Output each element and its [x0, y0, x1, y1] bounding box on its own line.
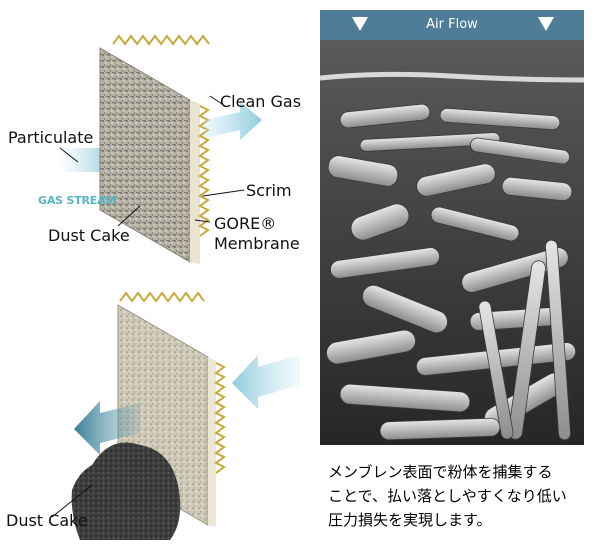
clean-gas-label: Clean Gas: [220, 92, 302, 111]
filter-diagram-bottom: [51, 291, 300, 540]
scrim-mesh-bottom: [119, 291, 226, 474]
clean-gas-arrow: [205, 102, 262, 140]
gas-stream-label: GAS STREAM: [38, 194, 117, 207]
sem-micrograph: Air Flow: [320, 10, 584, 445]
caption-line: ことで、払い落としやすくなり低い: [328, 487, 567, 505]
air-flow-label: Air Flow: [426, 17, 478, 32]
filter-slab: [99, 47, 200, 264]
pulse-air-arrow: [232, 355, 300, 409]
filter-diagram-top: [59, 34, 262, 264]
down-arrow-icon: [538, 17, 554, 31]
dust-cake-label-bottom: Dust Cake: [6, 511, 88, 530]
membrane-label: Membrane: [214, 234, 300, 253]
falling-dust-cake: [71, 442, 181, 540]
released-dust-arrow: [74, 401, 140, 455]
caption: メンブレン表面で粉体を捕集する ことで、払い落としやすくなり低い 圧力損失を実現…: [328, 460, 598, 532]
dust-cake-leader: [51, 484, 93, 518]
dust-cake-label-top: Dust Cake: [48, 226, 130, 245]
gore-label: GORE®: [214, 214, 277, 233]
particulate-label: Particulate: [8, 128, 94, 147]
air-flow-bar: Air Flow: [320, 10, 584, 40]
leader-lines: [59, 95, 245, 227]
fiber-image: [320, 40, 584, 445]
scrim-mesh: [112, 34, 210, 237]
scrim-label: Scrim: [246, 181, 292, 200]
caption-line: メンブレン表面で粉体を捕集する: [328, 463, 553, 481]
caption-line: 圧力損失を実現します。: [328, 511, 492, 529]
down-arrow-icon: [352, 17, 368, 31]
